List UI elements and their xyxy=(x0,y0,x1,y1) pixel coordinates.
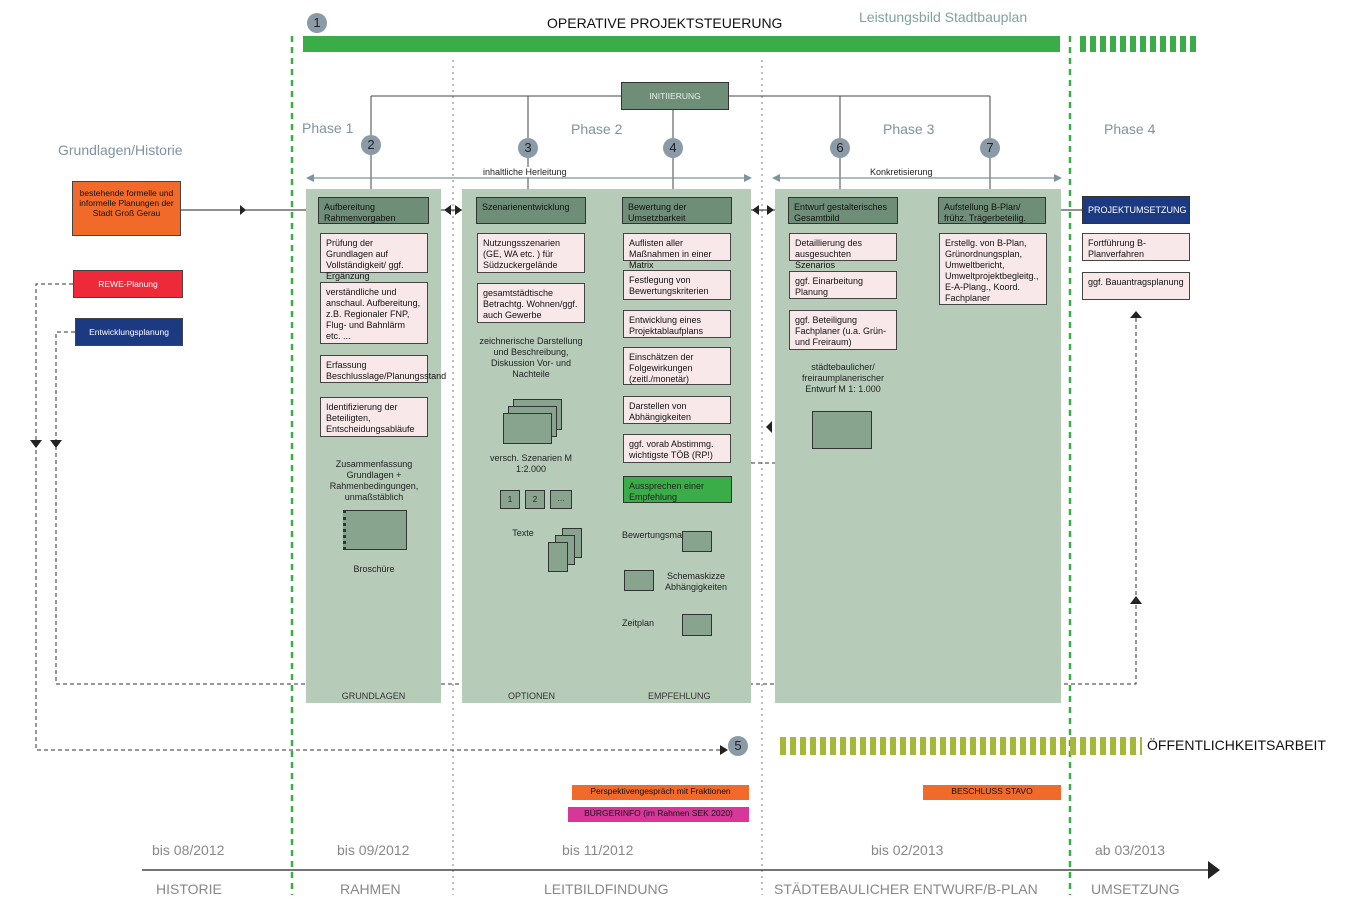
step-7-badge: 7 xyxy=(980,138,1000,158)
scenario-tile-2: 2 xyxy=(525,490,545,509)
col4-item-3: Entwicklung eines Projektablaufplans xyxy=(623,310,731,338)
phase-2-label: Phase 2 xyxy=(571,121,623,137)
col7-header: Aufstellung B-Plan/ frühz. Trägerbeteili… xyxy=(938,197,1046,224)
projektumsetzung-header: PROJEKTUMSETZUNG xyxy=(1082,196,1190,224)
projektsteuerung-bar-striped xyxy=(1076,36,1196,52)
col4-header: Bewertung der Umsetzbarkeit xyxy=(622,197,732,224)
bestehende-planungen-box: bestehende formelle und informelle Planu… xyxy=(72,181,181,236)
col4-item-6: ggf. vorab Abstimmg. wichtigste TÖB (RP!… xyxy=(623,434,731,463)
col2-item-4: Identifizierung der Beteiligten, Entsche… xyxy=(320,397,428,437)
oeffentlichkeit-label: ÖFFENTLICHKEITSARBEIT xyxy=(1147,737,1326,753)
step-3-badge: 3 xyxy=(518,138,538,158)
leistungsbild-label: Leistungsbild Stadtbauplan xyxy=(859,9,1028,25)
col2-item-3: Erfassung Beschlusslage/Planungsstand xyxy=(320,355,446,383)
scenario-sheet-1 xyxy=(503,413,552,444)
step-6-badge: 6 xyxy=(830,138,850,158)
schema-icon xyxy=(624,570,654,591)
col3-drawing-text: zeichnerische Darstellung und Beschreibu… xyxy=(479,336,583,379)
timeline-date-5: ab 03/2013 xyxy=(1095,842,1166,858)
col6-item-2: ggf. Einarbeitung Planung xyxy=(789,271,897,299)
timeline-date-2: bis 09/2012 xyxy=(337,842,410,858)
entwurf-icon xyxy=(812,411,872,449)
col4-matrix-label: Bewertungsmatrix xyxy=(622,530,695,540)
optionen-footer: OPTIONEN xyxy=(508,691,556,701)
timeline-date-4: bis 02/2013 xyxy=(871,842,944,858)
col2-item-1: Prüfung der Grundlagen auf Vollständigke… xyxy=(320,233,428,281)
p4-item-1: Fortführung B-Planverfahren xyxy=(1082,233,1190,261)
step-1-badge: 1 xyxy=(307,13,327,33)
grundlagen-historie-label: Grundlagen/Historie xyxy=(58,142,183,158)
entwicklungsplanung-box: Entwicklungsplanung xyxy=(75,318,183,346)
col2-summary: Zusammenfassung Grundlagen + Rahmenbedin… xyxy=(329,459,419,502)
timeline-stage-4: STÄDTEBAULICHER ENTWURF/B-PLAN xyxy=(774,881,1038,897)
col4-empfehlung-box: Aussprechen einer Empfehlung xyxy=(623,476,732,503)
p4-item-2: ggf. Bauantragsplanung xyxy=(1082,272,1190,300)
panel-grundlagen: GRUNDLAGEN xyxy=(306,189,441,703)
buergerinfo-event: BÜRGERINFO (im Rahmen SEK 2020) xyxy=(568,807,749,822)
timeline-stage-5: UMSETZUNG xyxy=(1091,881,1180,897)
scenario-tile-1: 1 xyxy=(500,490,520,509)
timeline-stage-1: HISTORIE xyxy=(156,881,222,897)
step-5-badge: 5 xyxy=(728,736,748,756)
col6-entwurf-label: städtebaulicher/ freiraumplanerischer En… xyxy=(801,362,885,394)
brochure-label: Broschüre xyxy=(353,564,395,574)
herleitung-label: inhaltliche Herleitung xyxy=(481,167,569,177)
empfehlung-footer: EMPFEHLUNG xyxy=(648,691,711,701)
col3-item-1: Nutzungsszenarien (GE, WA etc. ) für Süd… xyxy=(477,233,585,273)
timeline-date-3: bis 11/2012 xyxy=(562,842,634,858)
beschluss-event: BESCHLUSS STAVO xyxy=(923,785,1061,800)
rewe-planung-box: REWE-Planung xyxy=(73,270,183,298)
initiierung-label: INITIIERUNG xyxy=(649,91,701,101)
zeitplan-icon xyxy=(682,614,712,636)
tile-1-label: 1 xyxy=(507,495,513,504)
initiierung-box: INITIIERUNG xyxy=(621,82,729,110)
grundlagen-footer: GRUNDLAGEN xyxy=(341,691,406,701)
perspektive-event: Perspektivengespräch mit Fraktionen xyxy=(572,785,749,800)
konkretisierung-label: Konkretisierung xyxy=(868,167,935,177)
tile-2-label: 2 xyxy=(532,495,538,504)
projektsteuerung-bar xyxy=(303,36,1060,52)
matrix-icon xyxy=(682,531,712,552)
text-sheet-1 xyxy=(548,542,568,572)
timeline-stage-2: RAHMEN xyxy=(340,881,401,897)
timeline-stage-3: LEITBILDFINDUNG xyxy=(544,881,669,897)
col3-item-2: gesamtstädtische Betrachtg. Wohnen/ggf. … xyxy=(477,283,585,323)
brochure-icon xyxy=(343,510,407,550)
col6-header: Entwurf gestalterisches Gesamtbild xyxy=(788,197,898,224)
col4-schema-label: Schemaskizze Abhängigkeiten xyxy=(664,571,728,592)
col3-texte-label: Texte xyxy=(512,528,534,538)
tile-3-label: ... xyxy=(557,494,565,503)
timeline-date-1: bis 08/2012 xyxy=(152,842,225,858)
scenario-tile-3: ... xyxy=(550,490,572,509)
oeffentlichkeit-bar xyxy=(776,737,1142,755)
step-4-badge: 4 xyxy=(663,138,683,158)
col3-scenarios-label: versch. Szenarien M 1:2.000 xyxy=(489,453,573,474)
col7-item-1: Erstellg. von B-Plan, Grünordnungsplan, … xyxy=(939,233,1047,305)
col3-header: Szenarienentwicklung xyxy=(476,197,586,224)
col4-item-4: Einschätzen der Folgewirkungen (zeitl./m… xyxy=(623,347,731,385)
phase-4-label: Phase 4 xyxy=(1104,121,1156,137)
col4-item-5: Darstellen von Abhängigkeiten xyxy=(623,396,731,424)
col2-header: Aufbereitung Rahmenvorgaben xyxy=(318,197,429,224)
col6-item-1: Detaillierung des ausgesuchten Szenarios xyxy=(789,233,897,270)
col6-item-3: ggf. Beteiligung Fachplaner (u.a. Grün- … xyxy=(789,310,897,350)
col4-zeitplan-label: Zeitplan xyxy=(622,618,655,628)
col4-item-1: Auflisten aller Maßnahmen in einer Matri… xyxy=(623,233,731,270)
col2-item-2: verständliche und anschaul. Aufbereitung… xyxy=(320,282,428,344)
step-2-badge: 2 xyxy=(361,135,381,155)
projektsteuerung-title: OPERATIVE PROJEKTSTEUERUNG xyxy=(547,15,783,31)
col4-item-2: Festlegung von Bewertungskriterien xyxy=(623,270,731,300)
phase-3-label: Phase 3 xyxy=(883,121,935,137)
phase-1-label: Phase 1 xyxy=(302,120,354,136)
